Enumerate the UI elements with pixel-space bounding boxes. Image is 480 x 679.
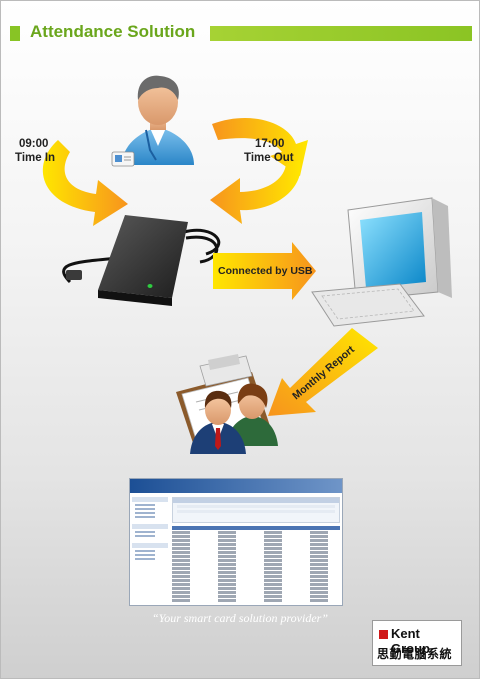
screenshot-title-bar	[130, 479, 342, 493]
time-out-arrow	[210, 117, 308, 224]
logo-mark-icon	[379, 630, 388, 639]
report-arrow	[268, 328, 378, 416]
time-in-time: 09:00	[19, 138, 48, 150]
users-icon	[190, 383, 278, 454]
logo-chinese-name: 思勤電腦系統	[377, 647, 453, 661]
tagline: “Your smart card solution provider”	[151, 611, 329, 625]
attendance-flow-diagram: 09:00 Time In 17:00 Time Out Connected b…	[15, 75, 452, 454]
header-accent-left	[10, 26, 20, 41]
usb-arrow	[213, 242, 316, 300]
time-in-label: Time In	[15, 152, 55, 164]
company-logo: Kent Group 思勤電腦系統	[372, 620, 462, 666]
screenshot-main	[172, 497, 340, 603]
page-title: Attendance Solution	[30, 22, 196, 41]
logo-brand: Kent Group	[391, 626, 430, 656]
header-accent-right	[210, 26, 472, 41]
time-out-time: 17:00	[255, 138, 284, 150]
employee-icon	[111, 75, 194, 167]
card-reader-icon	[62, 215, 221, 306]
time-in-arrow	[42, 140, 128, 226]
computer-icon	[311, 197, 452, 327]
screenshot-sidebar	[132, 497, 168, 603]
time-out-label: Time Out	[244, 152, 294, 164]
software-screenshot	[129, 478, 343, 606]
usb-label: Connected by USB	[218, 265, 313, 277]
report-label: Monthly Report	[290, 343, 357, 402]
